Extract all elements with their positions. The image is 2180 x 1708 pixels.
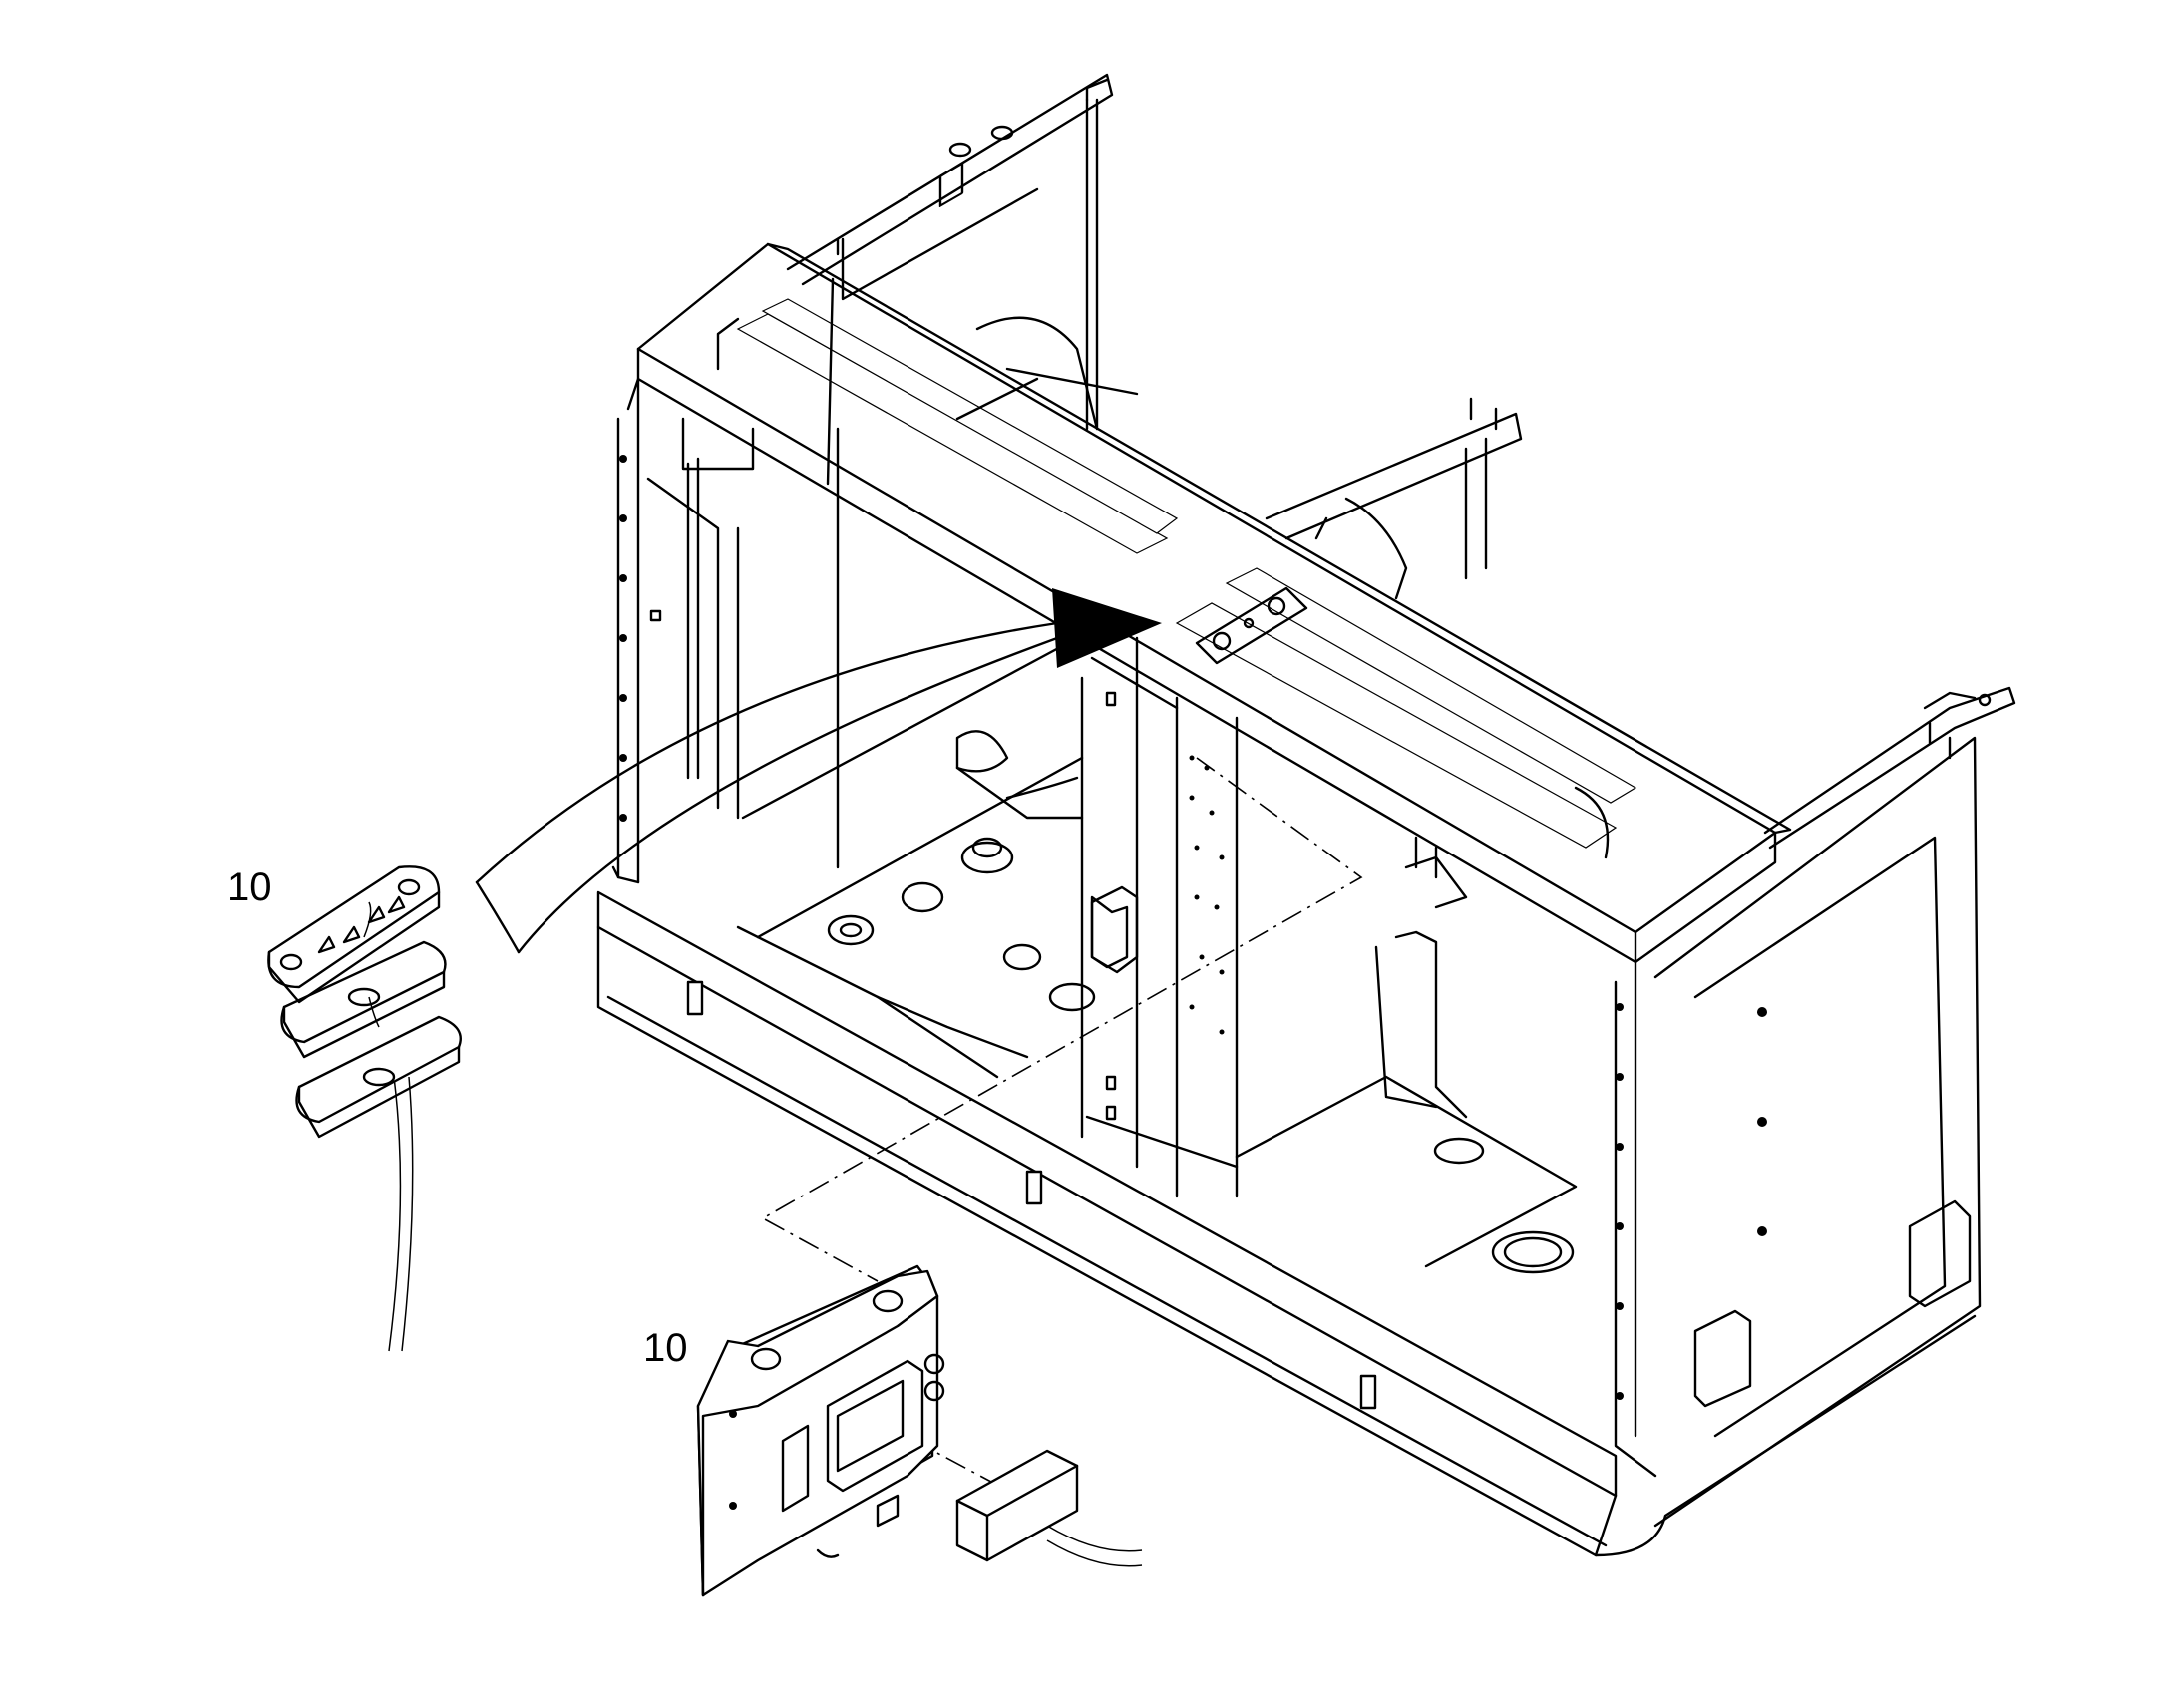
callout-label-ecu: 10 <box>643 1326 688 1370</box>
cab-frame <box>596 73 2016 1557</box>
roof-sensor-assembly <box>267 865 462 1352</box>
callout-label-sensor: 10 <box>227 865 272 909</box>
install-arrow <box>475 588 1162 954</box>
ecu-assembly <box>696 1264 1143 1597</box>
column-holes <box>1189 755 1225 1035</box>
